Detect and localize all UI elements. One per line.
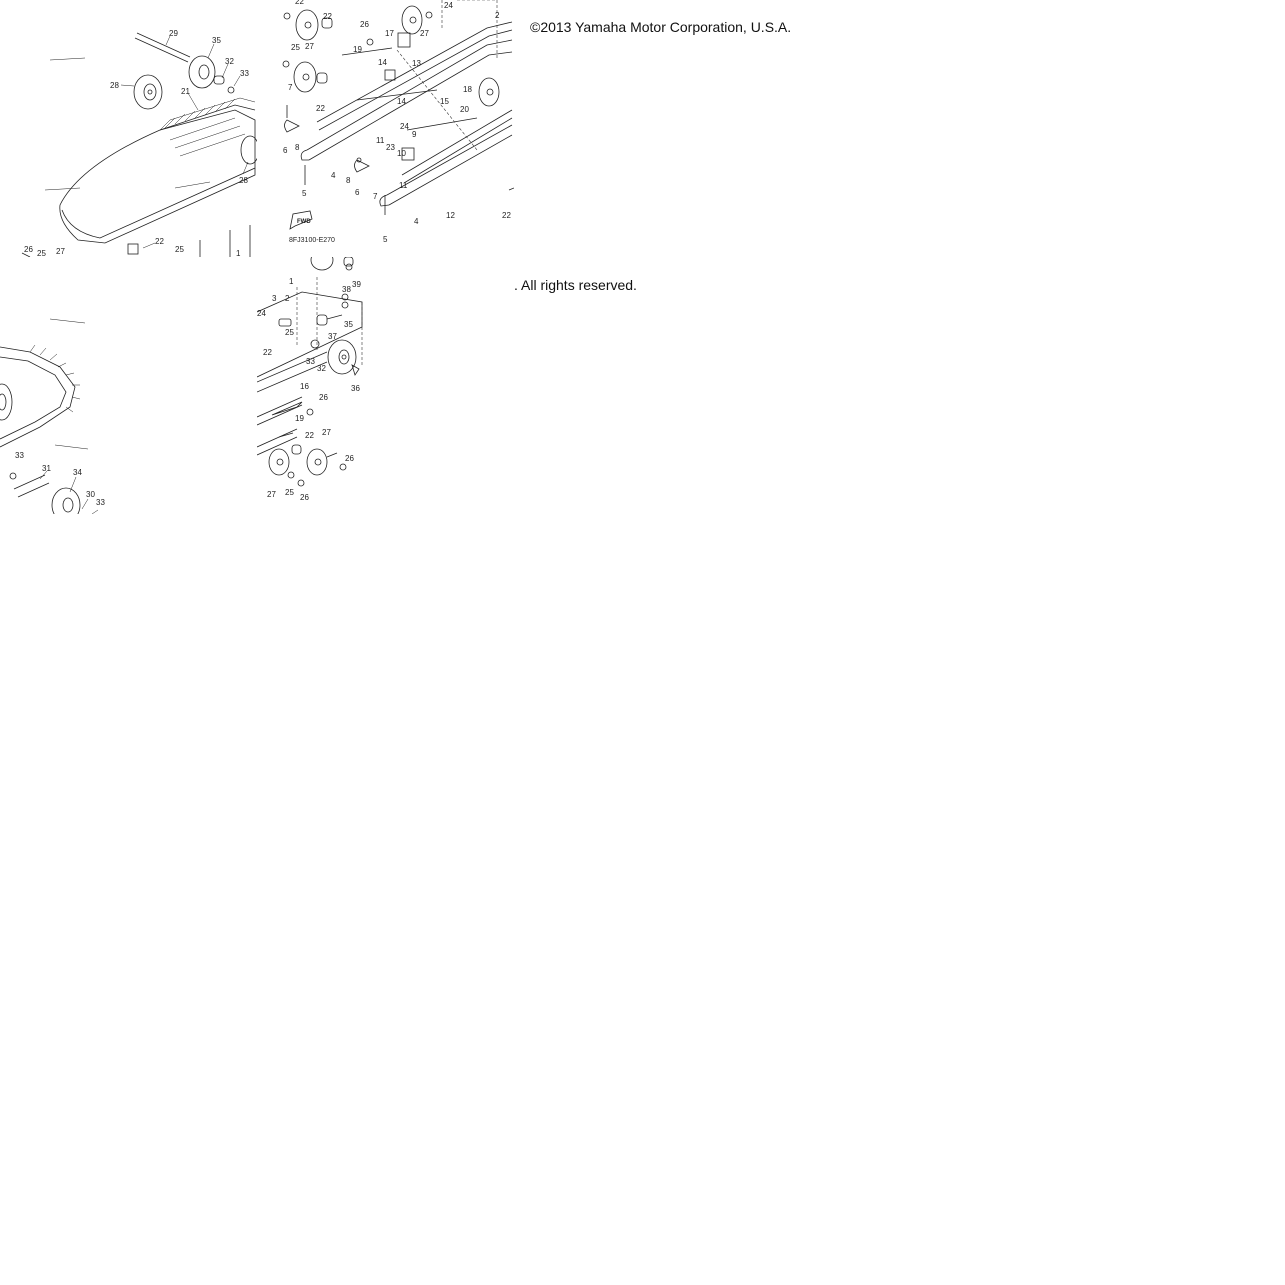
callout-35: 35 bbox=[344, 320, 353, 329]
callout-29: 29 bbox=[169, 29, 178, 38]
callout-14: 14 bbox=[378, 58, 387, 67]
callout-32: 32 bbox=[225, 57, 234, 66]
callout-34: 34 bbox=[73, 468, 82, 477]
callout-27: 27 bbox=[56, 247, 65, 256]
callout-33: 33 bbox=[240, 69, 249, 78]
callout-26: 26 bbox=[24, 245, 33, 254]
callout-24: 24 bbox=[257, 309, 266, 318]
diagram-tile-track-rear: 29 35 32 33 28 21 28 26 25 27 22 25 1 bbox=[0, 0, 257, 257]
callout-21: 21 bbox=[181, 87, 190, 96]
fwd-label: FWD bbox=[297, 219, 311, 225]
callout-16: 16 bbox=[300, 382, 309, 391]
track-front-drawing: 33 31 34 30 33 bbox=[0, 318, 105, 514]
callout-22: 22 bbox=[295, 0, 304, 6]
wheel-top bbox=[295, 9, 319, 41]
wheel-mid bbox=[293, 61, 317, 93]
callout-5b: 5 bbox=[383, 235, 388, 244]
bottom-wheel-left bbox=[268, 448, 290, 476]
callout-1: 1 bbox=[289, 277, 294, 286]
callout-24b: 24 bbox=[400, 122, 409, 131]
callout-19: 19 bbox=[295, 414, 304, 423]
rights-notice: . All rights reserved. bbox=[514, 277, 637, 293]
callout-25: 25 bbox=[285, 328, 294, 337]
callout-32: 32 bbox=[317, 364, 326, 373]
diagram-code: 8FJ3100-E270 bbox=[289, 237, 335, 244]
callout-37: 37 bbox=[328, 332, 337, 341]
fwd-arrow: FWD bbox=[289, 210, 313, 230]
callout-26: 26 bbox=[319, 393, 328, 402]
callout-13: 13 bbox=[412, 59, 421, 68]
callout-22b: 22 bbox=[323, 12, 332, 21]
callout-26b: 26 bbox=[345, 454, 354, 463]
callout-26c: 26 bbox=[300, 493, 309, 502]
callout-27: 27 bbox=[420, 29, 429, 38]
diagram-tile-slide-rails: FWD 8FJ3100-E270 22 24 2 26 27 22 19 17 … bbox=[257, 0, 514, 257]
callout-27: 27 bbox=[322, 428, 331, 437]
callout-9: 9 bbox=[412, 130, 417, 139]
callout-7: 7 bbox=[288, 83, 293, 92]
callout-22: 22 bbox=[155, 237, 164, 246]
callout-10: 10 bbox=[397, 149, 406, 158]
slide-rails-drawing: FWD 8FJ3100-E270 22 24 2 26 27 22 19 17 … bbox=[282, 0, 514, 244]
callout-12: 12 bbox=[446, 211, 455, 220]
front-arm-drawing: 1 3 2 24 25 22 33 32 38 39 35 37 36 16 2… bbox=[257, 257, 363, 502]
callout-25b: 25 bbox=[285, 488, 294, 497]
wheel-top-right bbox=[401, 5, 423, 35]
callout-7b: 7 bbox=[373, 192, 378, 201]
large-wheel bbox=[327, 339, 357, 375]
callout-11b: 11 bbox=[399, 181, 408, 190]
callout-8: 8 bbox=[295, 143, 300, 152]
callout-28b: 28 bbox=[239, 176, 248, 185]
wheel-right bbox=[478, 77, 500, 107]
callout-25: 25 bbox=[291, 43, 300, 52]
callout-2: 2 bbox=[285, 294, 290, 303]
callout-30: 30 bbox=[86, 490, 95, 499]
callout-33: 33 bbox=[306, 357, 315, 366]
callout-17: 17 bbox=[385, 29, 394, 38]
callout-27b: 27 bbox=[305, 42, 314, 51]
callout-1: 1 bbox=[236, 249, 241, 257]
callout-22c: 22 bbox=[316, 104, 325, 113]
callout-31: 31 bbox=[42, 464, 51, 473]
callout-22b: 22 bbox=[305, 431, 314, 440]
callout-27b: 27 bbox=[267, 490, 276, 499]
callout-35: 35 bbox=[212, 36, 221, 45]
callout-38: 38 bbox=[342, 285, 351, 294]
callout-28: 28 bbox=[110, 81, 119, 90]
callout-39: 39 bbox=[352, 280, 361, 289]
callout-5: 5 bbox=[302, 189, 307, 198]
diagram-tile-front-arm: 1 3 2 24 25 22 33 32 38 39 35 37 36 16 2… bbox=[257, 257, 514, 514]
callout-25b: 25 bbox=[175, 245, 184, 254]
callout-36: 36 bbox=[351, 384, 360, 393]
rear-wheel-left bbox=[133, 74, 163, 110]
callout-22: 22 bbox=[263, 348, 272, 357]
diagram-tile-track-front: 33 31 34 30 33 bbox=[0, 257, 257, 514]
rear-wheel-right bbox=[188, 55, 216, 89]
callout-24: 24 bbox=[444, 1, 453, 10]
callout-11: 11 bbox=[376, 136, 385, 145]
bottom-wheel-right bbox=[306, 448, 328, 476]
track-rear-drawing: 29 35 32 33 28 21 28 26 25 27 22 25 1 bbox=[21, 29, 257, 257]
callout-22d: 22 bbox=[502, 211, 511, 220]
callout-25: 25 bbox=[37, 249, 46, 257]
callout-33: 33 bbox=[15, 451, 24, 460]
callout-20: 20 bbox=[460, 105, 469, 114]
callout-23: 23 bbox=[386, 143, 395, 152]
callout-15: 15 bbox=[440, 97, 449, 106]
callout-6: 6 bbox=[283, 146, 288, 155]
copyright-notice: ©2013 Yamaha Motor Corporation, U.S.A. bbox=[530, 19, 792, 35]
callout-19: 19 bbox=[353, 45, 362, 54]
callout-14b: 14 bbox=[397, 97, 406, 106]
callout-3: 3 bbox=[272, 294, 277, 303]
callout-33b: 33 bbox=[96, 498, 105, 507]
callout-8b: 8 bbox=[346, 176, 351, 185]
callout-26: 26 bbox=[360, 20, 369, 29]
callout-6b: 6 bbox=[355, 188, 360, 197]
rear-wheel-edge bbox=[240, 135, 257, 165]
callout-4: 4 bbox=[331, 171, 336, 180]
callout-18: 18 bbox=[463, 85, 472, 94]
callout-4b: 4 bbox=[414, 217, 419, 226]
callout-2: 2 bbox=[495, 11, 500, 20]
front-wheel bbox=[51, 487, 81, 514]
